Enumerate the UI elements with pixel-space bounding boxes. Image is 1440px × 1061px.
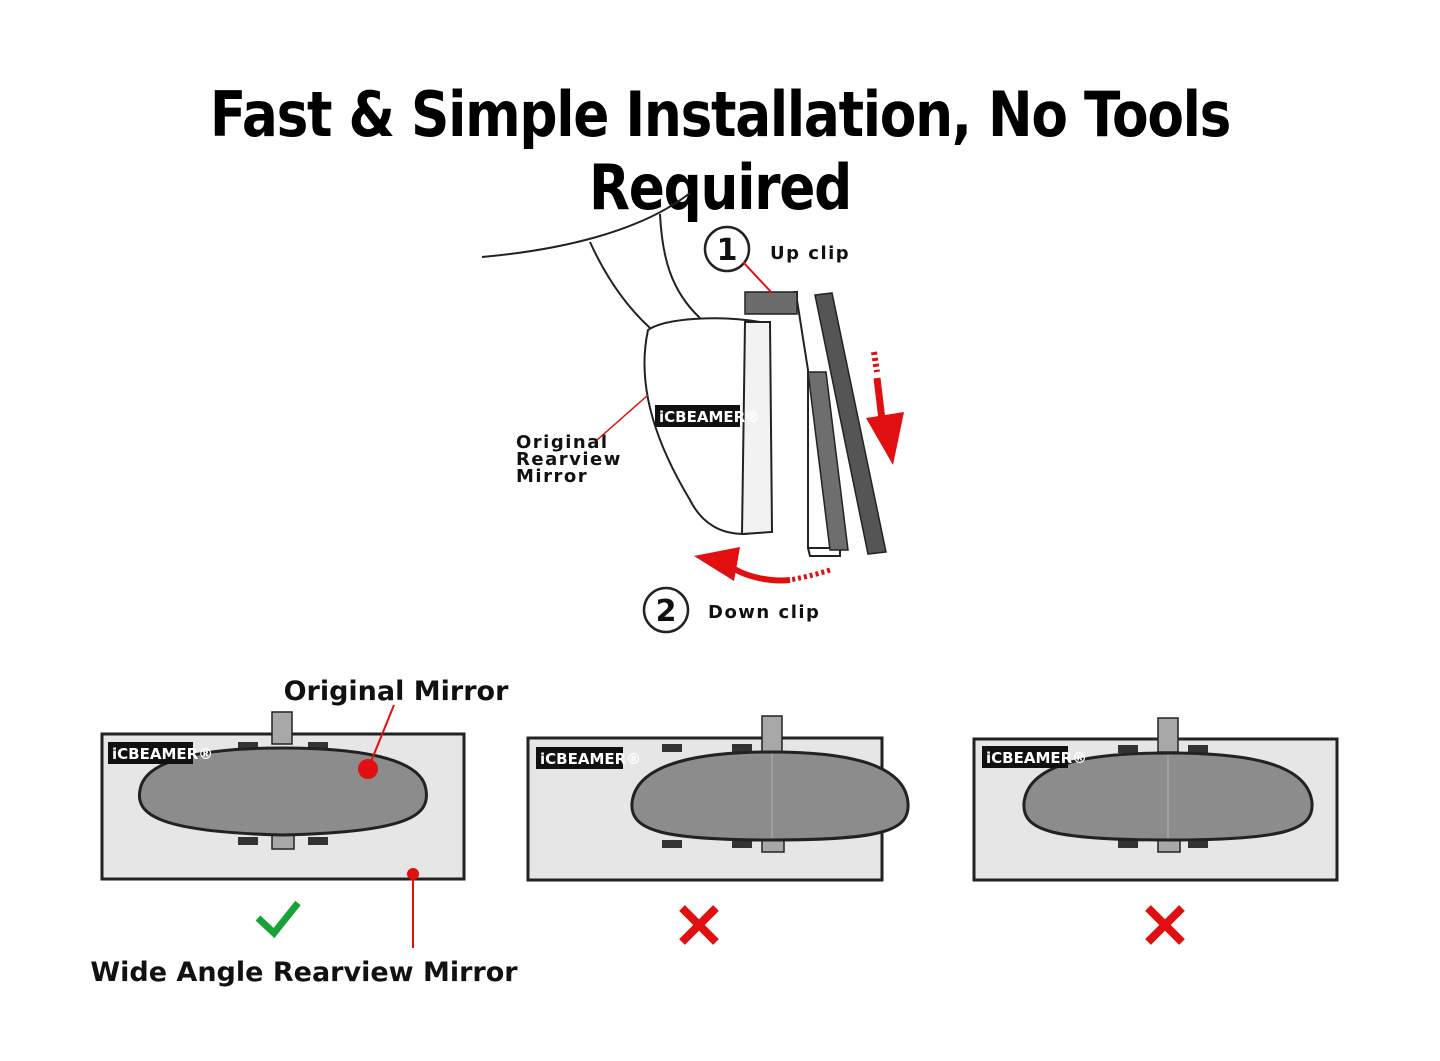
clip-bar [807, 371, 849, 551]
fit-example-incorrect-2: iCBEAMER® [972, 717, 1339, 945]
mount-arm-right [659, 213, 701, 319]
x-icon [1145, 905, 1185, 945]
step1-pointer [742, 261, 773, 294]
original-mirror-label: Original Mirror [284, 676, 510, 707]
brand-logo-example1: iCBEAMER® [108, 742, 213, 764]
step1-number: 1 [717, 233, 738, 268]
down-arrow-shaft [873, 377, 886, 421]
step2-number: 2 [656, 594, 677, 629]
svg-text:iCBEAMER®: iCBEAMER® [540, 750, 641, 768]
mount-stem [271, 711, 293, 745]
check-icon [255, 900, 301, 939]
brand-logo-example3: iCBEAMER® [982, 746, 1087, 768]
mount-arm-left [589, 241, 651, 329]
mirror-label-line1: Original [516, 432, 609, 453]
fit-example-incorrect-1: iCBEAMER® [526, 715, 910, 945]
page-title: Fast & Simple Installation, No Tools Req… [209, 78, 1231, 224]
install-drawing: 1 Up clip 2 Down clip iCBEAMER® Original… [481, 192, 904, 634]
curve-arrow-shaft [728, 563, 791, 584]
wide-angle-label: Wide Angle Rearview Mirror [90, 957, 518, 988]
wide-angle-mirror-side [814, 292, 887, 555]
brand-logo-text: iCBEAMER® [659, 408, 760, 426]
down-arrow-head [866, 412, 904, 465]
step2-circle [642, 586, 690, 634]
original-mirror-glass [740, 321, 774, 536]
up-clip-hook [744, 291, 798, 315]
curve-arrow-head [694, 547, 740, 581]
original-mirror-shape [630, 750, 910, 842]
original-mirror-shape [137, 746, 428, 837]
svg-text:iCBEAMER®: iCBEAMER® [112, 745, 213, 763]
step2-label: Down clip [708, 602, 820, 623]
brand-logo-example2: iCBEAMER® [536, 747, 641, 769]
down-arrow-tail [871, 351, 880, 373]
curve-arrow-tail [789, 567, 831, 583]
mirror-label-pointer [596, 394, 649, 441]
mount-stem [761, 715, 783, 753]
step1-circle [703, 225, 751, 273]
mount-stem [1157, 717, 1179, 753]
step1-label: Up clip [770, 243, 850, 264]
mirror-label-line2: Rearview [516, 449, 622, 470]
roof-line [481, 192, 691, 258]
x-icon [679, 905, 719, 945]
mirror-label-line3: Mirror [516, 466, 588, 487]
fit-example-correct: iCBEAMER® Original Mirror Wide Angle Rea… [90, 676, 518, 988]
original-mirror-pointer [367, 704, 395, 770]
svg-text:iCBEAMER®: iCBEAMER® [986, 749, 1087, 767]
brand-logo-install: iCBEAMER® [655, 405, 760, 427]
